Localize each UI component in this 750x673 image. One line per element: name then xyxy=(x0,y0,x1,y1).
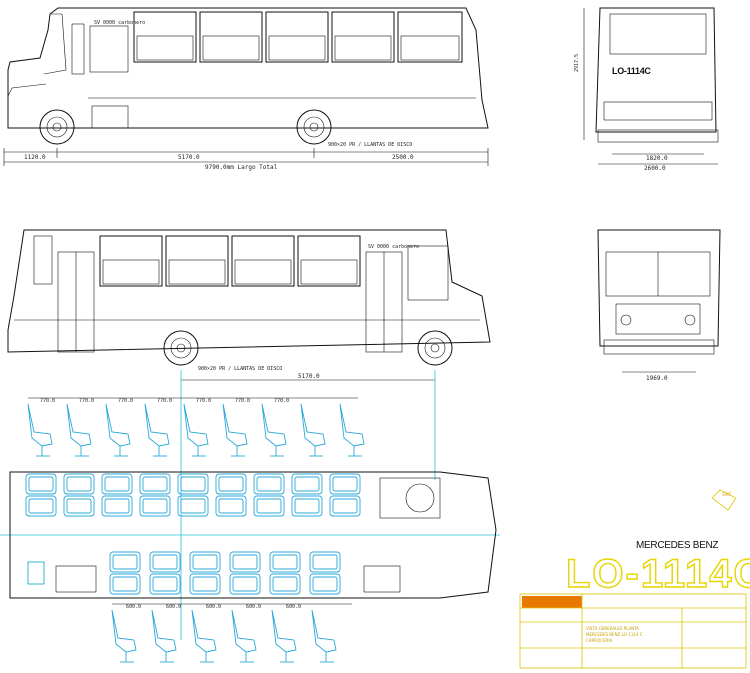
seat-plan-icon xyxy=(177,473,209,495)
seat-pitch-label: 770.0 xyxy=(274,398,289,404)
seat-side-icon xyxy=(183,403,209,457)
window-row-top xyxy=(133,11,463,63)
seat-row-top: 770.0 770.0 770.0 770.0 770.0 770.0 770.0 xyxy=(27,397,365,457)
rear-plate: LO-1114C xyxy=(612,66,651,76)
seat-side-icon xyxy=(222,403,248,457)
seat-plan-icon xyxy=(139,495,171,517)
driver-seat xyxy=(27,561,45,585)
seat-pitch-label: 770.0 xyxy=(157,398,172,404)
seat-pitch-label: 600.0 xyxy=(206,604,221,610)
seat-plan-icon xyxy=(149,551,181,573)
seat-plan-icon xyxy=(101,495,133,517)
seat-plan-icon xyxy=(329,495,361,517)
dim-total-length: 9790.0mm Largo Total xyxy=(205,164,278,171)
title-row-2: MERCEDES BENZ LO-1114 C xyxy=(586,632,643,637)
seat-plan-icon xyxy=(291,473,323,495)
seat-side-icon xyxy=(191,609,217,663)
floor-plan xyxy=(9,471,497,599)
side-view-top: SV 0000 carbonero 900×20 PR / LLANTAS DE… xyxy=(3,7,489,171)
seat-side-icon xyxy=(311,609,337,663)
seat-plan-icon xyxy=(63,473,95,495)
dim-rear-overhang: 2500.0 xyxy=(392,154,414,161)
dim-rear-track: 1820.0 xyxy=(646,155,668,162)
side-view-bottom: SV 0000 carbonero 900×20 PR / LLANTAS DE… xyxy=(7,229,491,381)
seat-plan-icon xyxy=(253,473,285,495)
wheel xyxy=(417,330,453,366)
dim-rear-height: 2917.5 xyxy=(574,54,580,72)
seat-side-icon xyxy=(231,609,257,663)
seat-pitch-label: 600.0 xyxy=(126,604,141,610)
seat-side-icon xyxy=(144,403,170,457)
bus-sign: SV 0000 carbonero xyxy=(94,20,145,26)
seat-plan-icon xyxy=(149,573,181,595)
logo-text: SAIT xyxy=(722,492,732,497)
dim-front-track: 1969.0 xyxy=(646,375,668,382)
tire-note: 900×20 PR / LLANTAS DE DISCO xyxy=(328,142,412,148)
model-label: LO-1114C xyxy=(566,552,750,596)
seat-pitch-label: 770.0 xyxy=(40,398,55,404)
seat-plan-icon xyxy=(229,551,261,573)
seat-side-icon xyxy=(300,403,326,457)
seat-pitch-label: 600.0 xyxy=(246,604,261,610)
wheel xyxy=(163,330,199,366)
title-row-3: CARROCERIA xyxy=(586,638,613,643)
seat-plan-icon xyxy=(177,495,209,517)
seat-pitch-label: 600.0 xyxy=(166,604,181,610)
seat-pitch-label: 770.0 xyxy=(235,398,250,404)
seat-side-icon xyxy=(261,403,287,457)
seat-plan-icon xyxy=(215,495,247,517)
wheel xyxy=(296,109,332,145)
seat-side-icon xyxy=(111,609,137,663)
title-stamp xyxy=(522,596,582,608)
seat-plan-icon xyxy=(309,551,341,573)
seat-side-icon xyxy=(66,403,92,457)
seat-plan-icon xyxy=(109,551,141,573)
seat-plan-icon xyxy=(101,473,133,495)
seat-plan-icon xyxy=(139,473,171,495)
dim-wheelbase: 5170.0 xyxy=(298,373,320,380)
seat-plan-icon xyxy=(189,551,221,573)
title-row-1: VISTA GENERALES PLANTA xyxy=(586,626,639,631)
window-row-bottom xyxy=(99,235,361,287)
tire-note: 900×20 PR / LLANTAS DE DISCO xyxy=(198,366,282,372)
seat-pitch-label: 600.0 xyxy=(286,604,301,610)
seat-plan-icon xyxy=(329,473,361,495)
rear-view: LO-1114C 2917.5 1820.0 2600.0 xyxy=(574,7,719,172)
seat-side-icon xyxy=(339,403,365,457)
seat-plan-icon xyxy=(291,495,323,517)
seat-plan-icon xyxy=(189,573,221,595)
seat-pitch-label: 770.0 xyxy=(118,398,133,404)
seat-side-icon xyxy=(151,609,177,663)
seat-plan-icon xyxy=(109,573,141,595)
seat-plan-icon xyxy=(269,551,301,573)
dim-wheelbase: 5170.0 xyxy=(178,154,200,161)
seat-side-icon xyxy=(105,403,131,457)
floor-seats-right xyxy=(109,551,341,595)
seat-plan-icon xyxy=(63,495,95,517)
seat-row-bottom: 600.0 600.0 600.0 600.0 600.0 xyxy=(111,603,352,663)
bus-sign: SV 0000 carbonero xyxy=(368,244,419,250)
seat-plan-icon xyxy=(229,573,261,595)
seat-pitch-label: 770.0 xyxy=(79,398,94,404)
seat-plan-icon xyxy=(269,573,301,595)
brand-label: MERCEDES BENZ xyxy=(636,540,718,551)
title-block: SAIT MERCEDES BENZ LO-1114C VISTA GENERA… xyxy=(519,489,750,669)
wheel xyxy=(39,109,75,145)
front-view: 1969.0 xyxy=(597,229,721,382)
seat-plan-icon xyxy=(309,573,341,595)
dim-rear-width: 2600.0 xyxy=(644,165,666,172)
floor-seats-left xyxy=(25,473,361,517)
seat-pitch-label: 770.0 xyxy=(196,398,211,404)
seat-plan-icon xyxy=(215,473,247,495)
seat-side-icon xyxy=(27,403,53,457)
seat-side-icon xyxy=(271,609,297,663)
seat-plan-icon xyxy=(25,495,57,517)
seat-plan-icon xyxy=(25,473,57,495)
dim-front-overhang: 1120.0 xyxy=(24,154,46,161)
seat-plan-icon xyxy=(253,495,285,517)
